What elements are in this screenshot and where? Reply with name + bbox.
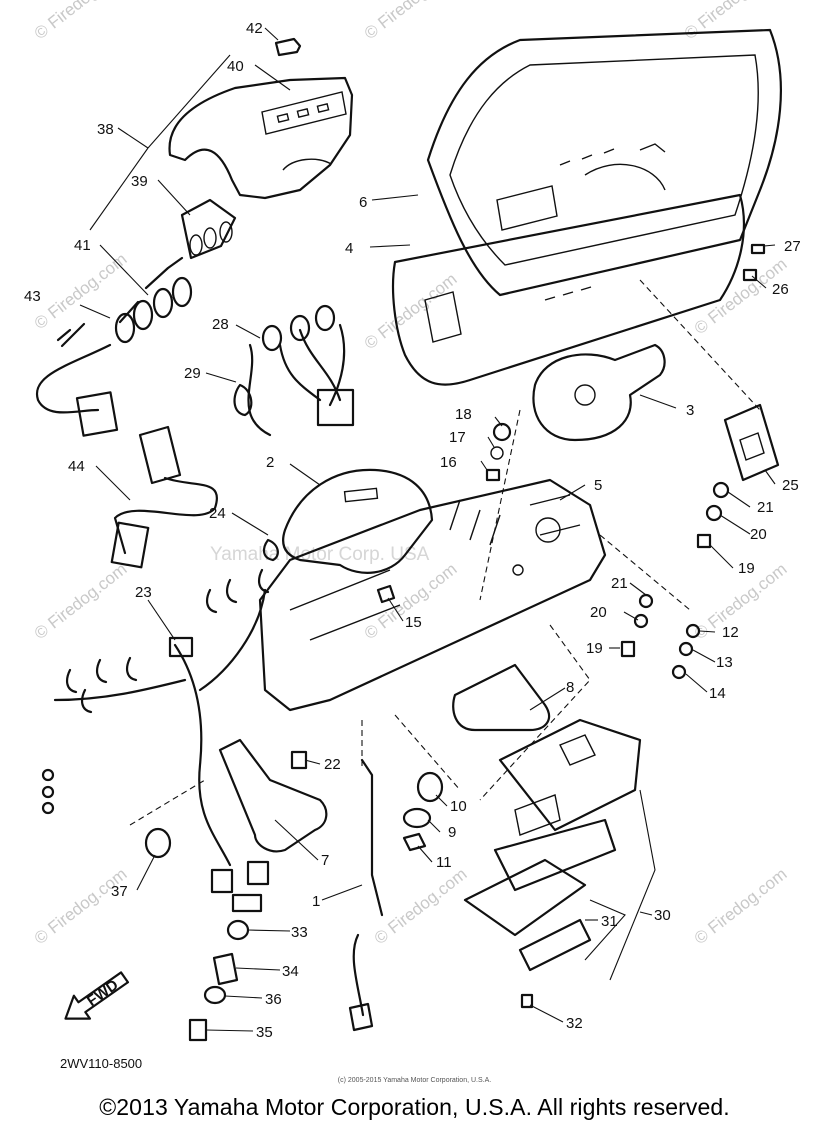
part-socket-harness [35,256,184,414]
part-bracket-2 [452,663,551,732]
callout-36: 36 [265,991,282,1008]
small-copyright: (c) 2005-2015 Yamaha Motor Corporation, … [337,1077,492,1084]
callout-40: 40 [227,58,244,75]
callout-18: 18 [455,406,472,423]
callout-42: 42 [246,20,263,37]
callout-37: 37 [111,883,128,900]
callout-39: 39 [131,173,148,190]
part-meter-case [391,193,746,386]
part-switch [723,403,780,482]
watermark: © Firedog.com [31,864,131,948]
part-cap [274,37,302,57]
callout-28: 28 [212,316,229,333]
watermark: © Firedog.com [691,864,791,948]
part-connector-harness [113,425,218,555]
callout-21-mid: 21 [611,575,628,592]
callout-27: 27 [784,238,801,255]
callout-17: 17 [449,429,466,446]
callout-21-right: 21 [757,499,774,516]
part-bulbs [180,198,237,260]
drawing-code: 2WV110-8500 [60,1056,143,1071]
callout-19-right: 19 [738,560,755,577]
callout-26: 26 [772,281,789,298]
callout-15: 15 [405,614,422,631]
fwd-arrow-icon: FWD [64,971,130,1020]
callout-33: 33 [291,924,308,941]
callout-8: 8 [566,679,574,696]
callout-24: 24 [209,505,226,522]
part-bracket [218,738,328,853]
callout-19-mid: 19 [586,640,603,657]
callout-34: 34 [282,963,299,980]
callout-12: 12 [722,624,739,641]
watermark: © Firedog.com [31,559,131,643]
callout-5: 5 [594,477,602,494]
callouts: 42 40 38 39 41 43 28 29 44 24 23 6 4 27 … [24,20,801,1041]
watermark: © Firedog.com [31,0,131,43]
part-switch-panel [463,718,642,972]
watermark: © Firedog.com [361,269,461,353]
callout-4: 4 [345,240,353,257]
callout-35: 35 [256,1024,273,1041]
watermark: © Firedog.com [361,0,461,43]
watermark-layer: © Firedog.com © Firedog.com © Firedog.co… [31,0,791,948]
callout-13: 13 [716,654,733,671]
callout-7: 7 [321,852,329,869]
callout-44: 44 [68,458,85,475]
callout-31: 31 [601,913,618,930]
callout-23: 23 [135,584,152,601]
callout-20-mid: 20 [590,604,607,621]
callout-25: 25 [782,477,799,494]
fwd-arrow-label: FWD [84,976,122,1010]
callout-14: 14 [709,685,726,702]
leader-lines [79,27,776,1032]
callout-38: 38 [97,121,114,138]
parts-drawing: FWD [35,28,783,1042]
watermark: © Firedog.com [371,864,471,948]
part-meter-cover [426,28,783,297]
callout-3: 3 [686,402,694,419]
part-main-harness [53,588,267,867]
part-speedometer-cable [352,758,384,1017]
copyright-notice: ©2013 Yamaha Motor Corporation, U.S.A. A… [99,1094,730,1120]
callout-9: 9 [448,824,456,841]
part-indicator-housing [168,76,354,200]
callout-6: 6 [359,194,367,211]
part-tachometer [532,343,666,442]
callout-43: 43 [24,288,41,305]
callout-2: 2 [266,454,274,471]
callout-32: 32 [566,1015,583,1032]
callout-11: 11 [436,854,452,871]
callout-16: 16 [440,454,457,471]
part-meter-bracket [258,478,607,712]
callout-20-right: 20 [750,526,767,543]
callout-30: 30 [654,907,671,924]
callout-29: 29 [184,365,201,382]
callout-22: 22 [324,756,341,773]
watermark: © Firedog.com [681,0,781,43]
callout-1: 1 [312,893,320,910]
callout-10: 10 [450,798,467,815]
callout-41: 41 [74,237,91,254]
